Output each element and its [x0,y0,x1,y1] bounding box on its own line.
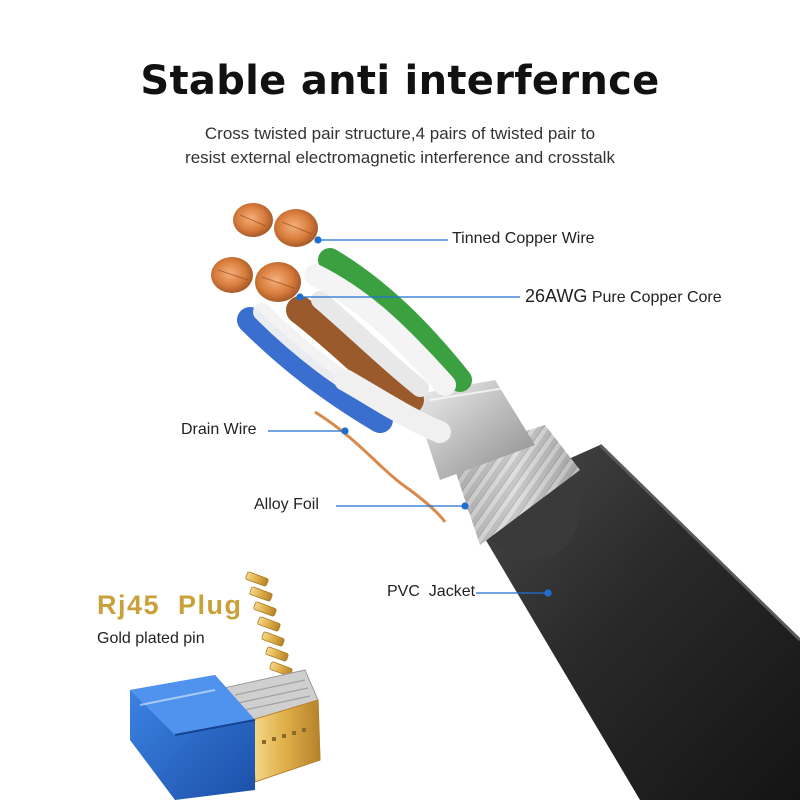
label-core-awg: 26AWG [525,286,588,306]
alloy-foil [412,380,535,480]
plug-title: Rj45 Plug [97,590,243,620]
leader-dot-tinned-copper [314,236,322,244]
leader-dot-drain [341,427,349,435]
copper-conductors [211,203,318,302]
leader-dot-jacket [544,589,552,597]
subtitle-line-2: resist external electromagnetic interfer… [185,148,615,167]
label-pure-copper-core: 26AWG Pure Copper Core [525,286,722,307]
label-drain-wire: Drain Wire [181,421,257,438]
label-pvc-jacket: PVC Jacket [387,583,476,600]
label-core-rest: Pure Copper Core [591,289,722,306]
rj45-plug [130,571,321,800]
twisted-pairs [237,248,472,443]
leader-lines [268,236,552,597]
leader-dot-foil [461,502,469,510]
label-alloy-foil: Alloy Foil [254,496,319,513]
leader-dot-core [296,293,304,301]
plug-subtitle: Gold plated pin [97,630,205,647]
page-subtitle: Cross twisted pair structure,4 pairs of … [0,122,800,170]
page-title: Stable anti interfernce [140,58,660,104]
label-tinned-copper-wire: Tinned Copper Wire [452,230,595,247]
subtitle-line-1: Cross twisted pair structure,4 pairs of … [204,124,596,143]
